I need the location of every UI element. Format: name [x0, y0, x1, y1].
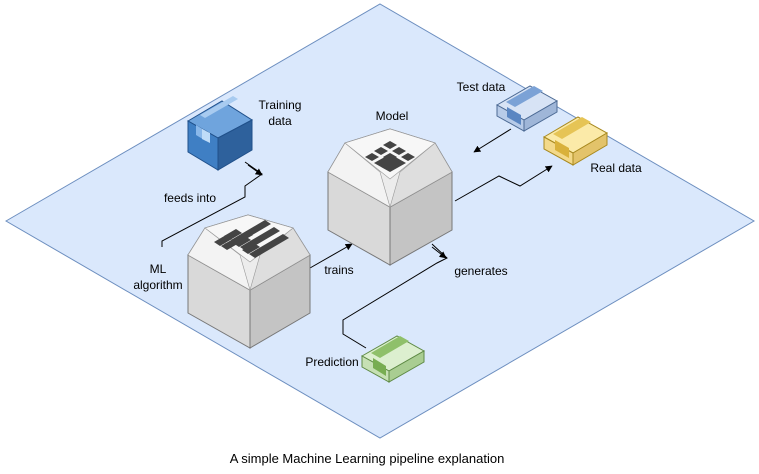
- training-data-node[interactable]: [187, 96, 253, 171]
- grid-icon: [365, 141, 415, 172]
- connector-ml-to-model: [309, 243, 353, 269]
- diagram-caption: A simple Machine Learning pipeline expla…: [230, 451, 505, 466]
- test-data-label: Test data: [457, 80, 506, 94]
- model-label: Model: [376, 109, 409, 123]
- feeds-into-label: feeds into: [164, 191, 216, 205]
- real-data-node[interactable]: [542, 116, 609, 166]
- ml-label-line2: algorithm: [133, 278, 182, 292]
- training-data-label-line1: Training: [259, 98, 302, 112]
- connector-test-to-model: [473, 128, 512, 153]
- trains-label: trains: [324, 263, 353, 277]
- generates-label: generates: [454, 264, 507, 278]
- ml-label-line1: ML: [150, 262, 167, 276]
- arrowhead-generates: [431, 246, 447, 259]
- arrowhead-feeds: [247, 164, 263, 176]
- connector-real-to-model: [454, 165, 553, 202]
- prediction-label: Prediction: [305, 355, 358, 369]
- test-data-node[interactable]: [495, 85, 559, 132]
- prediction-node[interactable]: [360, 335, 426, 383]
- real-data-label: Real data: [590, 161, 642, 175]
- list-icon: [214, 220, 289, 258]
- training-data-label-line2: data: [268, 114, 292, 128]
